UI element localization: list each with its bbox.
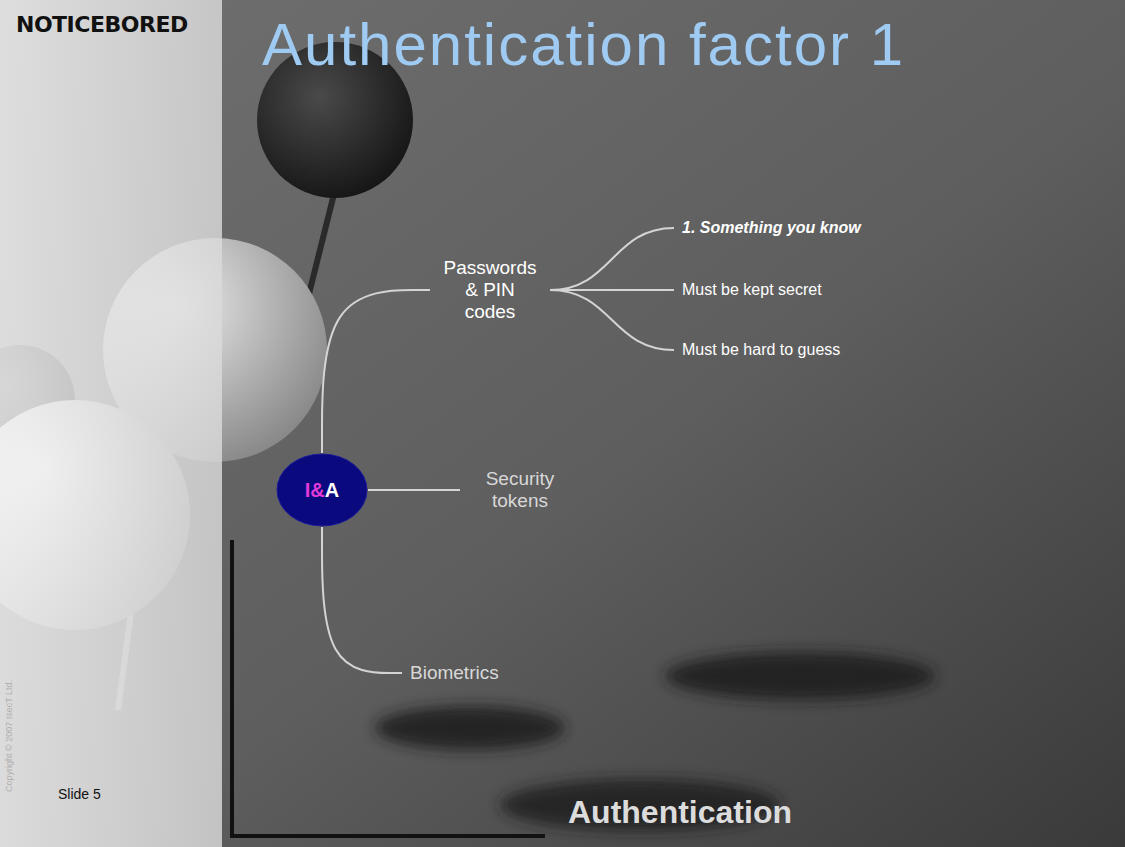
node-text: Security tokens: [468, 468, 572, 512]
pin-shadow: [375, 706, 565, 750]
branch-line: [368, 489, 460, 491]
node-text: Must be kept secret: [682, 281, 822, 299]
side-strip: [0, 0, 222, 847]
branch-line: [322, 290, 430, 453]
copyright-note: Copyright © 2007 IsecT Ltd.: [4, 680, 14, 792]
hub-ellipse: [277, 454, 367, 526]
branch-line: [322, 527, 402, 673]
leaf-label: Must be kept secret: [680, 279, 824, 301]
hub-circle: I&A: [276, 453, 368, 527]
pin-shadow: [665, 652, 935, 700]
branch-line: [550, 289, 674, 291]
leaf-label: Must be hard to guess: [680, 339, 842, 361]
node-text: Biometrics: [410, 662, 499, 684]
node-text: Passwords & PIN codes: [438, 257, 542, 323]
branch-line: [550, 228, 674, 290]
slide-number: Slide 5: [58, 786, 101, 802]
branch-label: Biometrics: [408, 660, 501, 686]
footer-title: Authentication: [568, 794, 792, 831]
node-text: Must be hard to guess: [682, 341, 840, 359]
node-text: I&A: [305, 479, 339, 502]
branch-line: [550, 290, 674, 350]
pin-stand: [232, 540, 545, 836]
branch-label: Security tokens: [466, 466, 574, 514]
logo-text: NOTICEBORED: [16, 12, 188, 37]
leaf-label: 1. Something you know: [680, 217, 863, 239]
branch-label: Passwords & PIN codes: [436, 255, 544, 325]
slide-title: Authentication factor 1: [262, 10, 905, 79]
node-text: 1. Something you know: [682, 219, 861, 237]
